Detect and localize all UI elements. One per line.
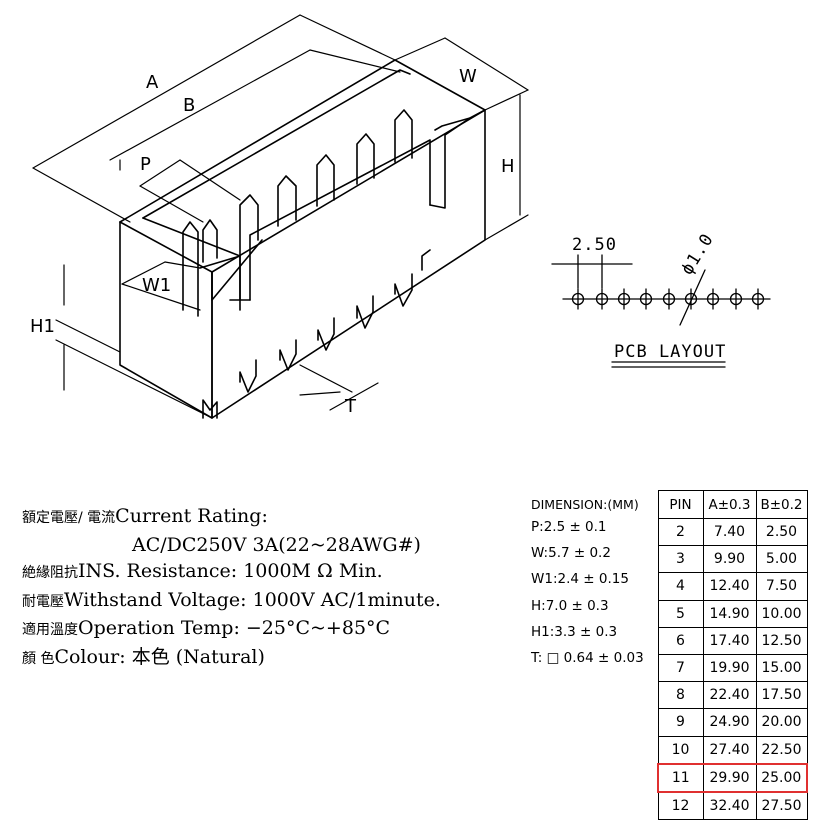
cell-a: 9.90 — [702, 545, 757, 574]
cell-b: 17.50 — [755, 681, 808, 710]
spec-colour: 顏 色Colour: 本色 (Natural) — [22, 645, 265, 668]
col-header-pin: PIN — [657, 490, 704, 519]
label-w1: W1 — [142, 275, 171, 296]
spec-current-rating: 額定電壓/ 電流Current Rating: — [22, 505, 268, 527]
cell-a: 17.40 — [702, 626, 757, 655]
dimension-lines — [32, 14, 529, 419]
cell-a: 7.40 — [702, 517, 757, 547]
cell-pin: 3 — [657, 545, 704, 574]
cell-a: 14.90 — [702, 599, 757, 628]
dimension-h1: H1:3.3 ± 0.3 — [531, 623, 618, 640]
spec-withstand-voltage: 耐電壓Withstand Voltage: 1000V AC/1minute. — [22, 588, 441, 611]
label-w: W — [459, 66, 477, 87]
dimension-w1: W1:2.4 ± 0.15 — [531, 571, 629, 588]
cell-pin: 6 — [657, 626, 704, 655]
cell-a: 19.90 — [702, 653, 757, 683]
label-h: H — [501, 156, 515, 177]
cell-b: 5.00 — [755, 545, 808, 574]
cell-pin: 5 — [657, 599, 704, 628]
spec-insulation-resistance: 絶緣阻抗INS. Resistance: 1000M Ω Min. — [22, 560, 383, 582]
cell-a: 22.40 — [702, 681, 757, 710]
label-t: T — [344, 396, 357, 417]
cell-pin: 12 — [657, 791, 704, 821]
cell-pin: 10 — [657, 735, 704, 765]
connector-drawing: A B P W H W1 H1 T 2.50 ϕ1.0 PCB LAYOUT — [30, 14, 771, 419]
cell-pin: 8 — [657, 681, 704, 710]
cell-pin: 4 — [657, 572, 704, 601]
pcb-hole-label: ϕ1.0 — [677, 230, 718, 279]
cell-a: 32.40 — [702, 791, 757, 821]
cell-a: 12.40 — [702, 572, 757, 601]
cell-b: 12.50 — [755, 626, 808, 655]
bottom-pins — [202, 249, 431, 419]
pcb-layout-title: PCB LAYOUT — [614, 342, 726, 362]
spec-voltage-current: AC/DC250V 3A(22~28AWG#) — [132, 533, 421, 556]
cell-b: 10.00 — [755, 599, 808, 628]
pcb-pitch-label: 2.50 — [572, 235, 617, 255]
cell-a: 24.90 — [702, 708, 757, 737]
spec-operation-temp: 適用溫度Operation Temp: −25°C~+85°C — [22, 617, 391, 639]
cell-b: 7.50 — [755, 572, 808, 601]
dimension-t: T: □ 0.64 ± 0.03 — [531, 649, 644, 666]
label-b: B — [183, 95, 195, 116]
cell-a: 29.90 — [702, 762, 757, 793]
top-pins — [182, 109, 413, 317]
dimension-p: P:2.5 ± 0.1 — [531, 519, 607, 535]
dimension-h: H:7.0 ± 0.3 — [531, 597, 609, 614]
cell-pin: 2 — [657, 517, 704, 547]
pcb-layout — [551, 254, 771, 368]
cell-b: 22.50 — [755, 735, 808, 765]
cell-b: 20.00 — [755, 708, 808, 737]
dimension-list: DIMENSION:(MM) P:2.5 ± 0.1 W:5.7 ± 0.2 W… — [531, 496, 656, 671]
dimension-w: W:5.7 ± 0.2 — [531, 545, 611, 562]
col-header-b: B±0.2 — [755, 490, 808, 519]
cell-b: 2.50 — [755, 517, 808, 547]
electrical-specs: 額定電壓/ 電流Current Rating: AC/DC250V 3A(22~… — [22, 503, 522, 672]
table-header-row: PIN A±0.3 B±0.2 — [657, 490, 808, 519]
col-header-a: A±0.3 — [702, 490, 757, 519]
cell-b: 25.00 — [755, 762, 808, 793]
dimension-header: DIMENSION:(MM) — [531, 497, 639, 512]
cell-b: 27.50 — [755, 791, 808, 821]
label-a: A — [146, 72, 159, 93]
cell-b: 15.00 — [755, 653, 808, 683]
cell-a: 27.40 — [702, 735, 757, 765]
cell-pin: 7 — [657, 653, 704, 683]
label-h1: H1 — [30, 316, 55, 337]
cell-pin: 11 — [657, 762, 704, 793]
cell-pin: 9 — [657, 708, 704, 737]
connector-housing — [119, 59, 486, 419]
label-p: P — [140, 154, 151, 175]
